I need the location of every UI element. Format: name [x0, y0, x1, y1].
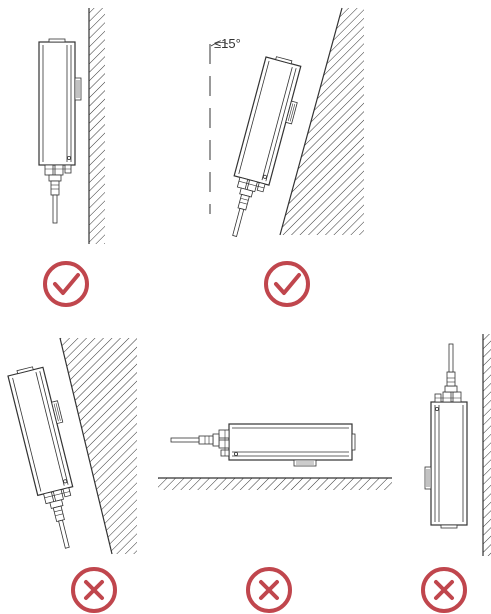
- angle-arc: [210, 42, 229, 47]
- panel-upside-down: [424, 334, 491, 556]
- panel-horizontal-floor: [158, 423, 392, 490]
- inverter-unit: [170, 423, 356, 467]
- panel-forward-tilt: [6, 337, 137, 555]
- panel-vertical-wall: [38, 8, 105, 244]
- check-mark-icon: [264, 261, 310, 307]
- slope-line: [59, 337, 113, 555]
- floor-hatch: [158, 478, 392, 490]
- wall-hatch: [483, 334, 491, 556]
- slope-line: [279, 7, 343, 236]
- slope-hatch: [280, 8, 364, 235]
- cross-mark-icon: [246, 567, 292, 613]
- cross-mark-icon: [421, 567, 467, 613]
- tilt-limit-label: ≤15°: [214, 36, 241, 51]
- check-mark-icon: [43, 261, 89, 307]
- slope-hatch: [60, 338, 137, 554]
- wall-hatch: [89, 8, 105, 244]
- inverter-unit: [424, 343, 468, 529]
- panel-backward-tilt: ≤15°: [209, 7, 364, 244]
- inverter-unit: [38, 38, 82, 224]
- cross-mark-icon: [71, 567, 117, 613]
